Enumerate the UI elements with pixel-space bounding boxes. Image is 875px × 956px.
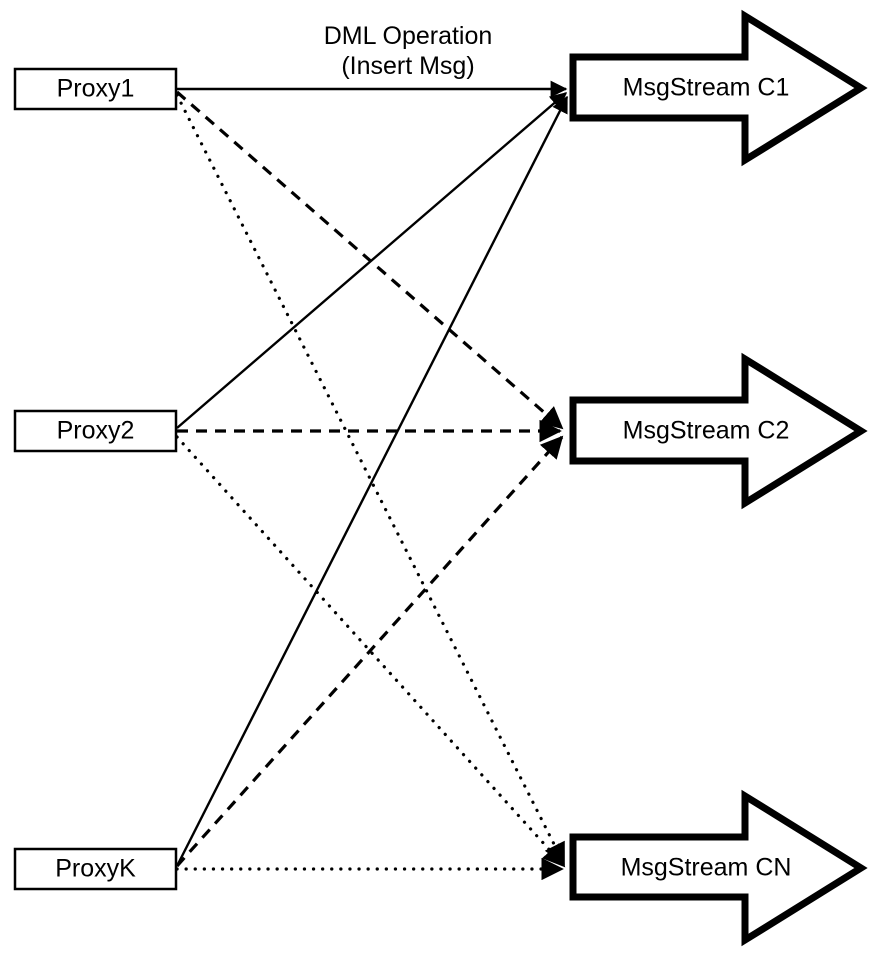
proxy2-label: Proxy2 — [57, 417, 135, 445]
edge-proxyk-to-msgstream-c1 — [175, 95, 569, 867]
stream-node-cn[interactable]: MsgStream CN — [569, 789, 868, 947]
proxyk-box[interactable] — [13, 847, 178, 891]
msgstream-c2-label: MsgStream C2 — [623, 417, 790, 445]
proxyk-label: ProxyK — [55, 855, 136, 883]
stream-node-c1[interactable]: MsgStream C1 — [569, 9, 868, 167]
edge-group-proxy2 — [175, 92, 568, 868]
msgstream-c1-arrow-shape[interactable] — [569, 9, 868, 167]
proxy1-label: Proxy1 — [57, 75, 135, 103]
msgstream-c2-arrow-shape[interactable] — [569, 352, 868, 510]
proxy1-box[interactable] — [13, 67, 178, 111]
edge-annotation-dml-operation: DML Operation (Insert Msg) — [324, 22, 493, 80]
edge-group-proxyk — [175, 95, 569, 881]
edge-proxy1-to-msgstream-cn — [175, 93, 566, 866]
proxy2-box[interactable] — [13, 409, 178, 453]
stream-node-c2[interactable]: MsgStream C2 — [569, 352, 868, 510]
msgstream-cn-arrow-shape[interactable] — [569, 789, 868, 947]
edge-proxyk-to-msgstream-c2 — [175, 435, 564, 868]
proxy-node-proxy1[interactable]: Proxy1 — [13, 67, 178, 111]
proxy-node-proxyk[interactable]: ProxyK — [13, 847, 178, 891]
dml-operation-subtitle: (Insert Msg) — [341, 52, 474, 80]
proxy-node-proxy2[interactable]: Proxy2 — [13, 409, 178, 453]
edge-proxy1-to-msgstream-c2 — [175, 90, 564, 430]
dml-operation-title: DML Operation — [324, 22, 493, 50]
edge-group-proxy1 — [175, 80, 568, 866]
edge-proxy2-to-msgstream-cn — [175, 435, 566, 868]
msgstream-cn-label: MsgStream CN — [621, 854, 792, 882]
msgstream-c1-label: MsgStream C1 — [623, 74, 790, 102]
edge-proxy2-to-msgstream-c1 — [176, 92, 568, 429]
